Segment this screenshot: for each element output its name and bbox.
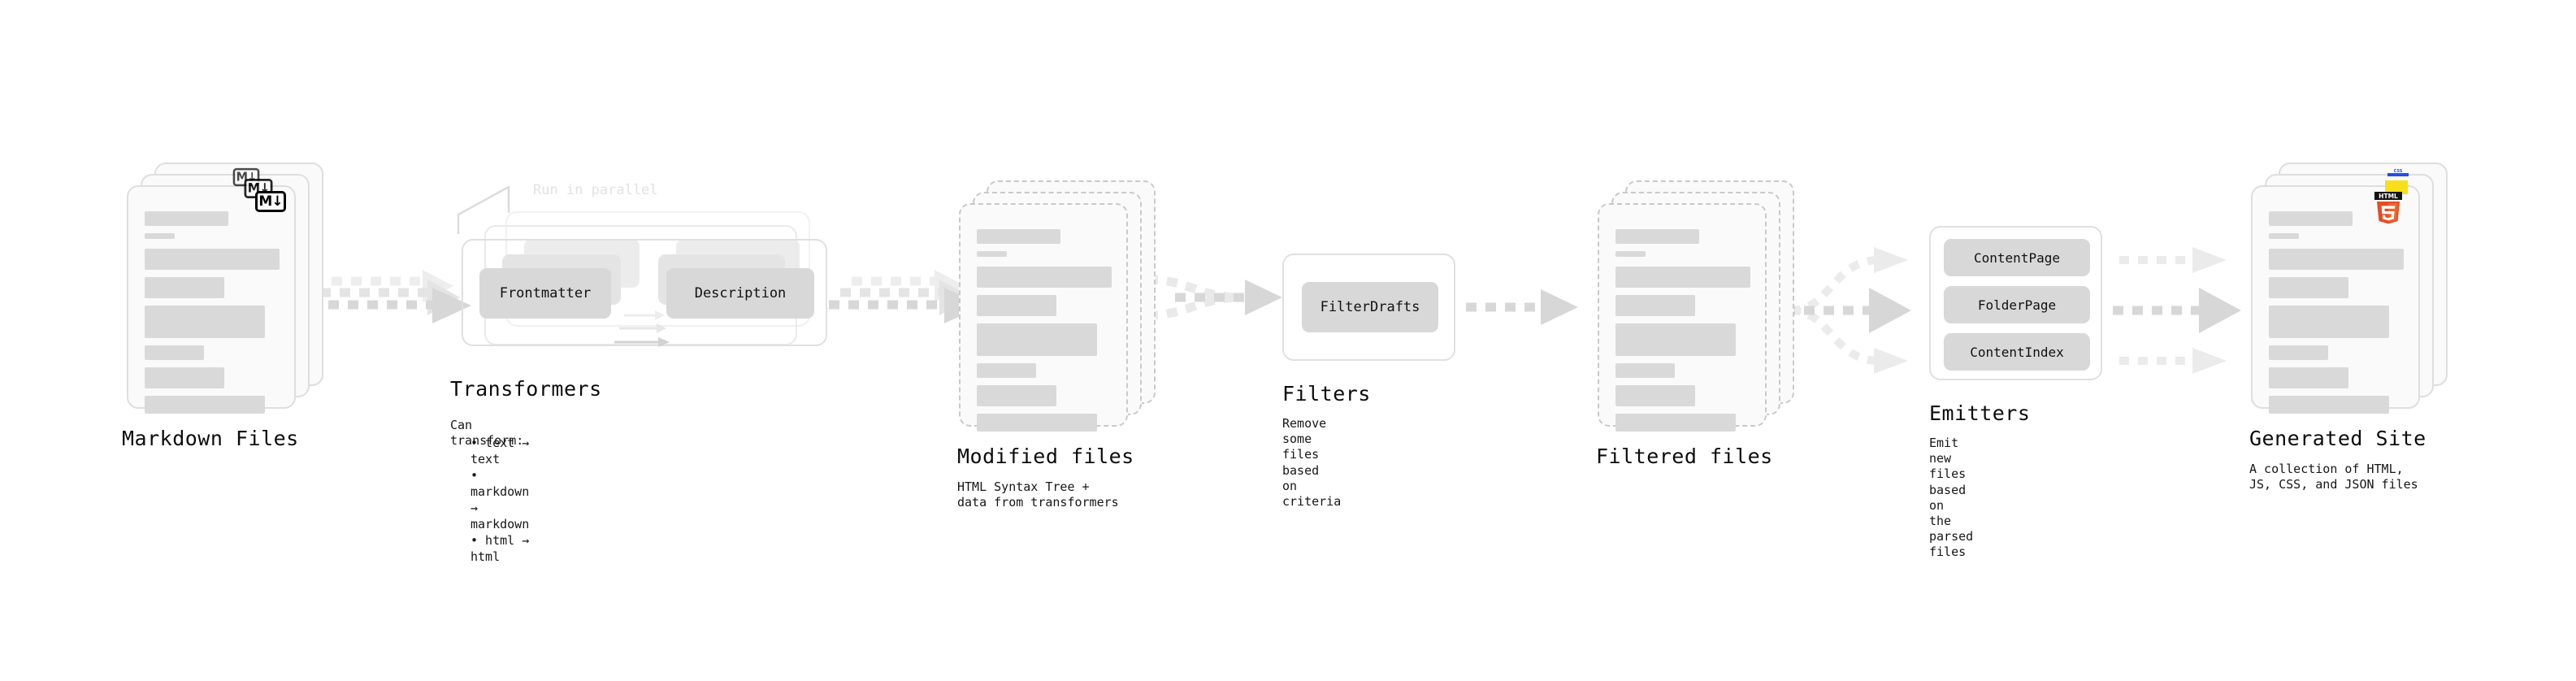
run-in-parallel-label: Run in parallel: [533, 182, 658, 198]
stage-title-emitters: Emitters: [1929, 401, 2031, 425]
stage-title-modified-files: Modified files: [957, 445, 1134, 468]
filtered-file-stack: [1598, 180, 1794, 432]
emitters-box: ContentPage FolderPage ContentIndex: [1929, 226, 2102, 380]
doc-bar: [145, 249, 280, 270]
stage-title-transformers: Transformers: [450, 377, 602, 401]
css-icon: CSS: [2387, 169, 2409, 176]
filtered-doc-content: [1615, 229, 1750, 432]
run-in-parallel-brace: [457, 185, 510, 234]
stage-subtitle-emitters: Emit new files based on the parsed files: [1929, 436, 1974, 560]
chip-contentindex[interactable]: ContentIndex: [1944, 333, 2090, 371]
javascript-icon: [2385, 180, 2408, 194]
doc-bar: [977, 323, 1097, 356]
stage-title-filtered-files: Filtered files: [1596, 445, 1773, 468]
connector-filtered-to-emitters: [1785, 247, 1911, 374]
doc-bar: [1615, 363, 1676, 378]
doc-bar: [2269, 345, 2329, 360]
svg-text:HTML: HTML: [2379, 193, 2398, 200]
stage-title-filters: Filters: [1282, 382, 1371, 406]
stage-title-markdown-files: Markdown Files: [122, 427, 299, 450]
connector-emitters-to-site: [2113, 247, 2241, 374]
filters-box: FilterDrafts: [1282, 254, 1455, 361]
doc-bar: [145, 345, 205, 360]
connector-markdown-to-transformers: [309, 270, 471, 323]
markdown-icon: M↓: [255, 191, 286, 212]
stage-filtered-files: Filtered files: [1596, 180, 1794, 468]
modified-doc-front: [959, 203, 1128, 432]
doc-bar: [1615, 267, 1750, 288]
list-item: • text → text: [471, 436, 530, 466]
doc-bar: [977, 295, 1056, 316]
html5-icon: HTML: [2374, 192, 2402, 224]
transformers-capability-list: • text → text • markdown → markdown • ht…: [460, 436, 529, 566]
stage-generated-site: CSS HTML Generated Site A collection of …: [2249, 163, 2448, 492]
doc-bar: [2269, 306, 2389, 338]
doc-bar: [145, 277, 224, 298]
list-item: • html → html: [471, 532, 530, 564]
connector-modified-to-filters: [1147, 275, 1282, 320]
markdown-file-stack: M↓ M↓ M↓: [127, 163, 323, 414]
markdown-doc-content: [145, 211, 280, 414]
transformer-internal-arrows: [614, 310, 670, 347]
doc-bar: [2269, 367, 2348, 388]
doc-bar: [977, 385, 1056, 406]
stage-subtitle-modified-files: HTML Syntax Tree + data from transformer…: [957, 479, 1119, 510]
doc-bar: [2269, 277, 2348, 298]
doc-bar: [145, 306, 265, 338]
stage-subtitle-filters: Remove some files based on criteria: [1282, 416, 1342, 509]
doc-bar: [2269, 211, 2353, 226]
doc-bar: [1615, 323, 1736, 356]
doc-bar: [145, 396, 265, 414]
stage-modified-files: Modified files HTML Syntax Tree + data f…: [957, 180, 1156, 510]
doc-bar: [145, 211, 228, 226]
stage-title-generated-site: Generated Site: [2249, 427, 2426, 450]
stage-subtitle-transformers: Can transform:: [450, 418, 524, 449]
chip-filterdrafts[interactable]: FilterDrafts: [1302, 282, 1438, 332]
chip-frontmatter[interactable]: Frontmatter: [479, 268, 611, 319]
doc-bar: [977, 267, 1112, 288]
markdown-doc-front: [127, 185, 296, 414]
doc-bar: [2269, 249, 2404, 270]
doc-bar: [2269, 233, 2299, 239]
stage-markdown-files: M↓ M↓ M↓ Markdown Files: [122, 163, 323, 450]
list-item: • markdown → markdown: [471, 467, 530, 531]
doc-bar: [977, 229, 1060, 244]
doc-bar: [1615, 295, 1695, 316]
filtered-doc-front: [1598, 203, 1767, 432]
modified-doc-content: [977, 229, 1112, 432]
connector-filters-to-filtered: [1466, 289, 1578, 325]
doc-bar: [145, 367, 224, 388]
doc-bar: [1615, 414, 1736, 432]
doc-bar: [977, 363, 1037, 378]
generated-file-stack: CSS HTML: [2251, 163, 2448, 414]
chip-folderpage[interactable]: FolderPage: [1944, 286, 2090, 323]
doc-bar: [977, 251, 1007, 257]
doc-bar: [977, 414, 1097, 432]
modified-file-stack: [959, 180, 1156, 432]
doc-bar: [2269, 396, 2389, 414]
doc-bar: [145, 233, 175, 239]
stage-subtitle-generated-site: A collection of HTML, JS, CSS, and JSON …: [2249, 462, 2418, 492]
doc-bar: [1615, 229, 1699, 244]
chip-description[interactable]: Description: [666, 268, 814, 319]
transformer-box-front: Frontmatter Description: [462, 239, 827, 346]
doc-bar: [1615, 385, 1695, 406]
chip-contentpage[interactable]: ContentPage: [1944, 239, 2090, 276]
site-doc-content: [2269, 211, 2404, 414]
doc-bar: [1615, 251, 1646, 257]
